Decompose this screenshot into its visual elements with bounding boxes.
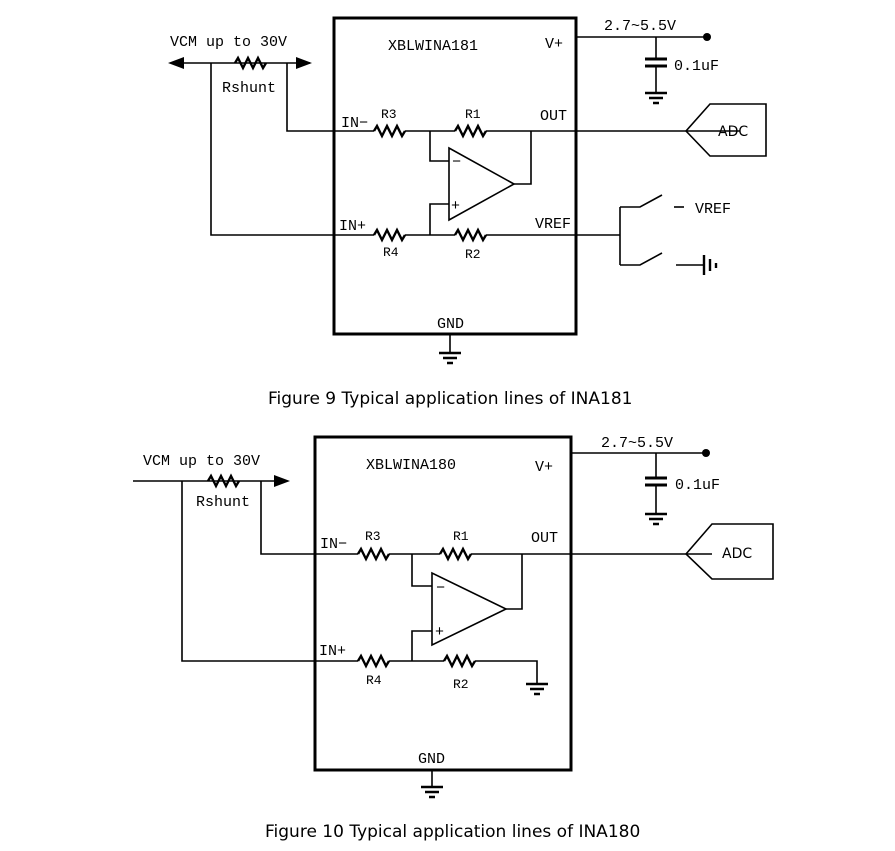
resistor-r2 xyxy=(442,653,477,669)
opamp-plus-sign: + xyxy=(435,624,444,641)
opamp-minus-sign: − xyxy=(436,580,445,597)
chip-body xyxy=(332,16,578,336)
in-minus-wire xyxy=(286,63,374,132)
chip-name: XBLWINA181 xyxy=(388,38,478,55)
resistor-r4 xyxy=(372,227,407,243)
op-amp-triangle xyxy=(431,571,508,647)
ground-icon xyxy=(526,682,548,696)
shunt-label: Rshunt xyxy=(222,80,276,97)
capacitor-value-label: 0.1uF xyxy=(674,58,719,75)
gnd-pin-label: GND xyxy=(437,316,464,333)
adc-block xyxy=(684,103,767,157)
feedback-wire xyxy=(506,554,523,610)
r3-label: R3 xyxy=(381,107,397,122)
ground-icon xyxy=(421,785,443,799)
arrow-right-icon xyxy=(296,57,312,69)
shunt-resistor xyxy=(206,473,241,489)
r4-label: R4 xyxy=(366,673,382,688)
resistor-r4 xyxy=(356,653,391,669)
adc-block xyxy=(684,523,774,580)
resistor-r2 xyxy=(453,227,488,243)
in-plus-pin-label: IN+ xyxy=(319,643,346,660)
arrow-right-icon xyxy=(274,475,290,487)
in-minus-pin-label: IN− xyxy=(341,115,368,132)
r2-ground-wire xyxy=(475,660,538,683)
out-pin-label: OUT xyxy=(531,530,558,547)
capacitor-symbol xyxy=(645,57,667,68)
r3-label: R3 xyxy=(365,529,381,544)
supply-node xyxy=(703,33,711,41)
minus-input-wire xyxy=(411,554,432,587)
out-pin-label: OUT xyxy=(540,108,567,125)
in-plus-pin-label: IN+ xyxy=(339,218,366,235)
chip-name: XBLWINA180 xyxy=(366,457,456,474)
opamp-minus-sign: − xyxy=(452,154,461,171)
gnd-pin-label: GND xyxy=(418,751,445,768)
figure-caption: Figure 9 Typical application lines of IN… xyxy=(268,389,632,409)
plus-input-wire xyxy=(429,203,449,235)
vplus-pin-label: V+ xyxy=(535,459,553,476)
arrow-left-icon xyxy=(168,57,184,69)
figure-caption: Figure 10 Typical application lines of I… xyxy=(265,822,640,842)
ground-icon xyxy=(645,91,667,105)
resistor-r3 xyxy=(372,123,407,139)
figure-9: XBLWINA181 V+ 2.7~5.5V 0.1uF VCM up to 3… xyxy=(168,16,767,409)
chip-body xyxy=(313,435,573,772)
vplus-pin-label: V+ xyxy=(545,36,563,53)
r2-label: R2 xyxy=(465,247,481,262)
in-plus-wire xyxy=(210,63,374,236)
r2-label: R2 xyxy=(453,677,469,692)
minus-input-wire xyxy=(429,131,449,162)
switch-bottom xyxy=(620,252,663,266)
capacitor-value-label: 0.1uF xyxy=(675,477,720,494)
r1-label: R1 xyxy=(465,107,481,122)
shunt-resistor xyxy=(233,55,268,71)
shunt-label: Rshunt xyxy=(196,494,250,511)
adc-label: ADC xyxy=(718,124,748,140)
feedback-wire xyxy=(514,131,532,185)
plus-input-wire xyxy=(411,630,432,661)
ground-icon xyxy=(439,351,461,365)
r4-label: R4 xyxy=(383,245,399,260)
in-plus-wire xyxy=(181,481,358,662)
resistor-r3 xyxy=(356,546,391,562)
vcm-label: VCM up to 30V xyxy=(170,34,287,51)
switch-top xyxy=(620,194,663,208)
ground-icon xyxy=(702,255,718,275)
r1-label: R1 xyxy=(453,529,469,544)
supply-node xyxy=(702,449,710,457)
in-minus-pin-label: IN− xyxy=(320,536,347,553)
in-minus-wire xyxy=(260,481,358,555)
resistor-r1 xyxy=(453,123,488,139)
adc-label: ADC xyxy=(722,546,752,562)
vcm-label: VCM up to 30V xyxy=(143,453,260,470)
resistor-r1 xyxy=(438,546,473,562)
ground-icon xyxy=(645,512,667,526)
supply-voltage-label: 2.7~5.5V xyxy=(604,18,676,35)
supply-voltage-label: 2.7~5.5V xyxy=(601,435,673,452)
op-amp-triangle xyxy=(448,146,516,222)
capacitor-symbol xyxy=(645,476,667,487)
opamp-plus-sign: + xyxy=(451,198,460,215)
vref-pin-label: VREF xyxy=(535,216,571,233)
vref-external-label: VREF xyxy=(695,201,731,218)
figure-10: XBLWINA180 V+ 2.7~5.5V 0.1uF VCM up to 3… xyxy=(133,435,774,842)
